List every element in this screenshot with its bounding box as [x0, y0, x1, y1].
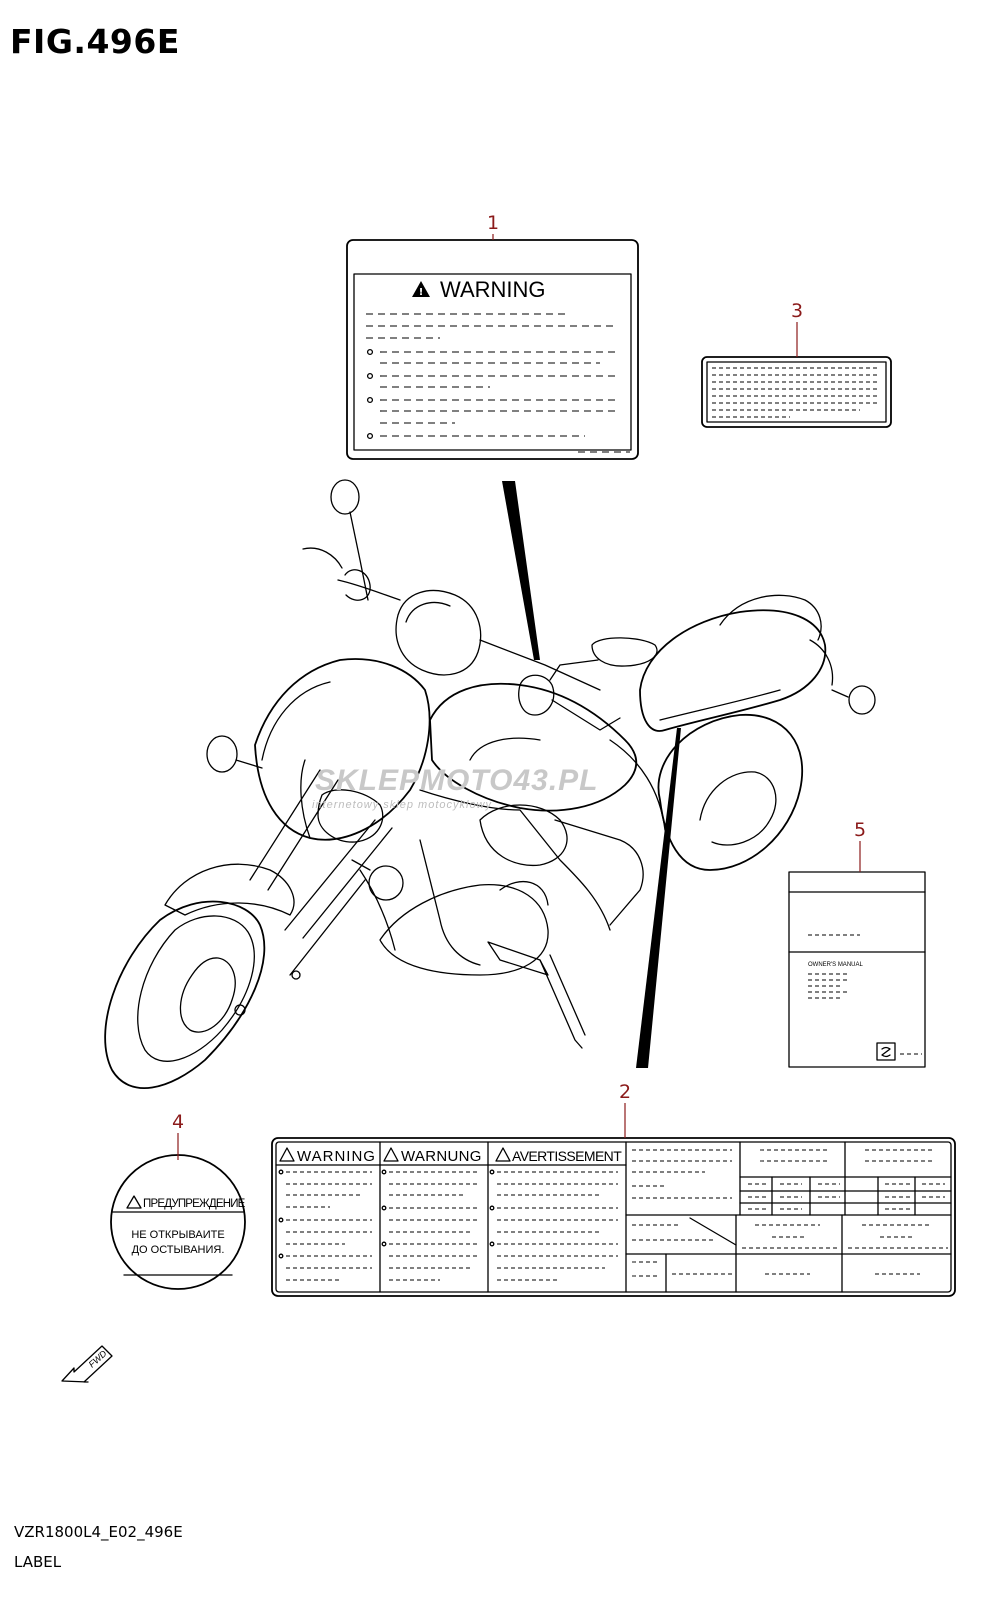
watermark: SKLEPMOTO43.PL internetowy sklep motocyk…	[312, 764, 599, 811]
leader-wedge-1	[502, 481, 540, 660]
label-3[interactable]	[701, 356, 892, 428]
leader-wedge-2	[636, 728, 681, 1068]
motorcycle-illustration	[104, 479, 876, 1090]
svg-text:!: !	[419, 287, 424, 298]
callout-2: 2	[619, 1081, 631, 1103]
warning-triangle-icon	[126, 1195, 142, 1209]
label-4-line1: НЕ ОТКРЫВАИТЕ	[131, 1229, 224, 1241]
callout-1: 1	[487, 212, 499, 234]
label-1-heading: WARNING	[440, 277, 546, 302]
label-2-heading-fr: AVERTISSEMENT	[512, 1148, 622, 1164]
svg-text:SKLEPMOTO43.PL: SKLEPMOTO43.PL	[315, 764, 599, 797]
figure-code: VZR1800L4_E02_496E	[14, 1523, 183, 1541]
warning-triangle-icon: !	[412, 281, 430, 298]
suzuki-logo-icon	[876, 1042, 896, 1061]
label-1-warning[interactable]: ! WARNING	[346, 239, 639, 460]
callout-5: 5	[854, 819, 866, 841]
callout-3: 3	[791, 300, 803, 322]
figure-title: FIG.496E	[10, 22, 180, 61]
label-4-line2: ДО ОСТЫВАНИЯ.	[132, 1244, 225, 1256]
fwd-text: FWD	[87, 1348, 109, 1369]
label-4-heading: ПРЕДУПРЕЖДЕНИЕ	[143, 1198, 246, 1210]
label-5-owners-manual[interactable]: OWNER'S MANUAL	[788, 871, 926, 1068]
label-5-text: OWNER'S MANUAL	[808, 962, 863, 968]
callout-4: 4	[172, 1111, 184, 1133]
warning-triangle-icon	[279, 1147, 511, 1162]
label-2-multilingual[interactable]: WARNING WARNUNG AVERTISSEMENT	[271, 1137, 956, 1297]
figure-caption: LABEL	[14, 1553, 62, 1571]
label-2-heading-de: WARNUNG	[401, 1148, 482, 1165]
label-2-heading-en: WARNING	[297, 1148, 376, 1165]
label-4-round[interactable]: ПРЕДУПРЕЖДЕНИЕ НЕ ОТКРЫВАИТЕ ДО ОСТЫВАНИ…	[110, 1154, 246, 1290]
fwd-arrow-icon: FWD	[61, 1345, 113, 1383]
svg-text:internetowy sklep motocyklowy: internetowy sklep motocyklowy	[312, 799, 493, 811]
